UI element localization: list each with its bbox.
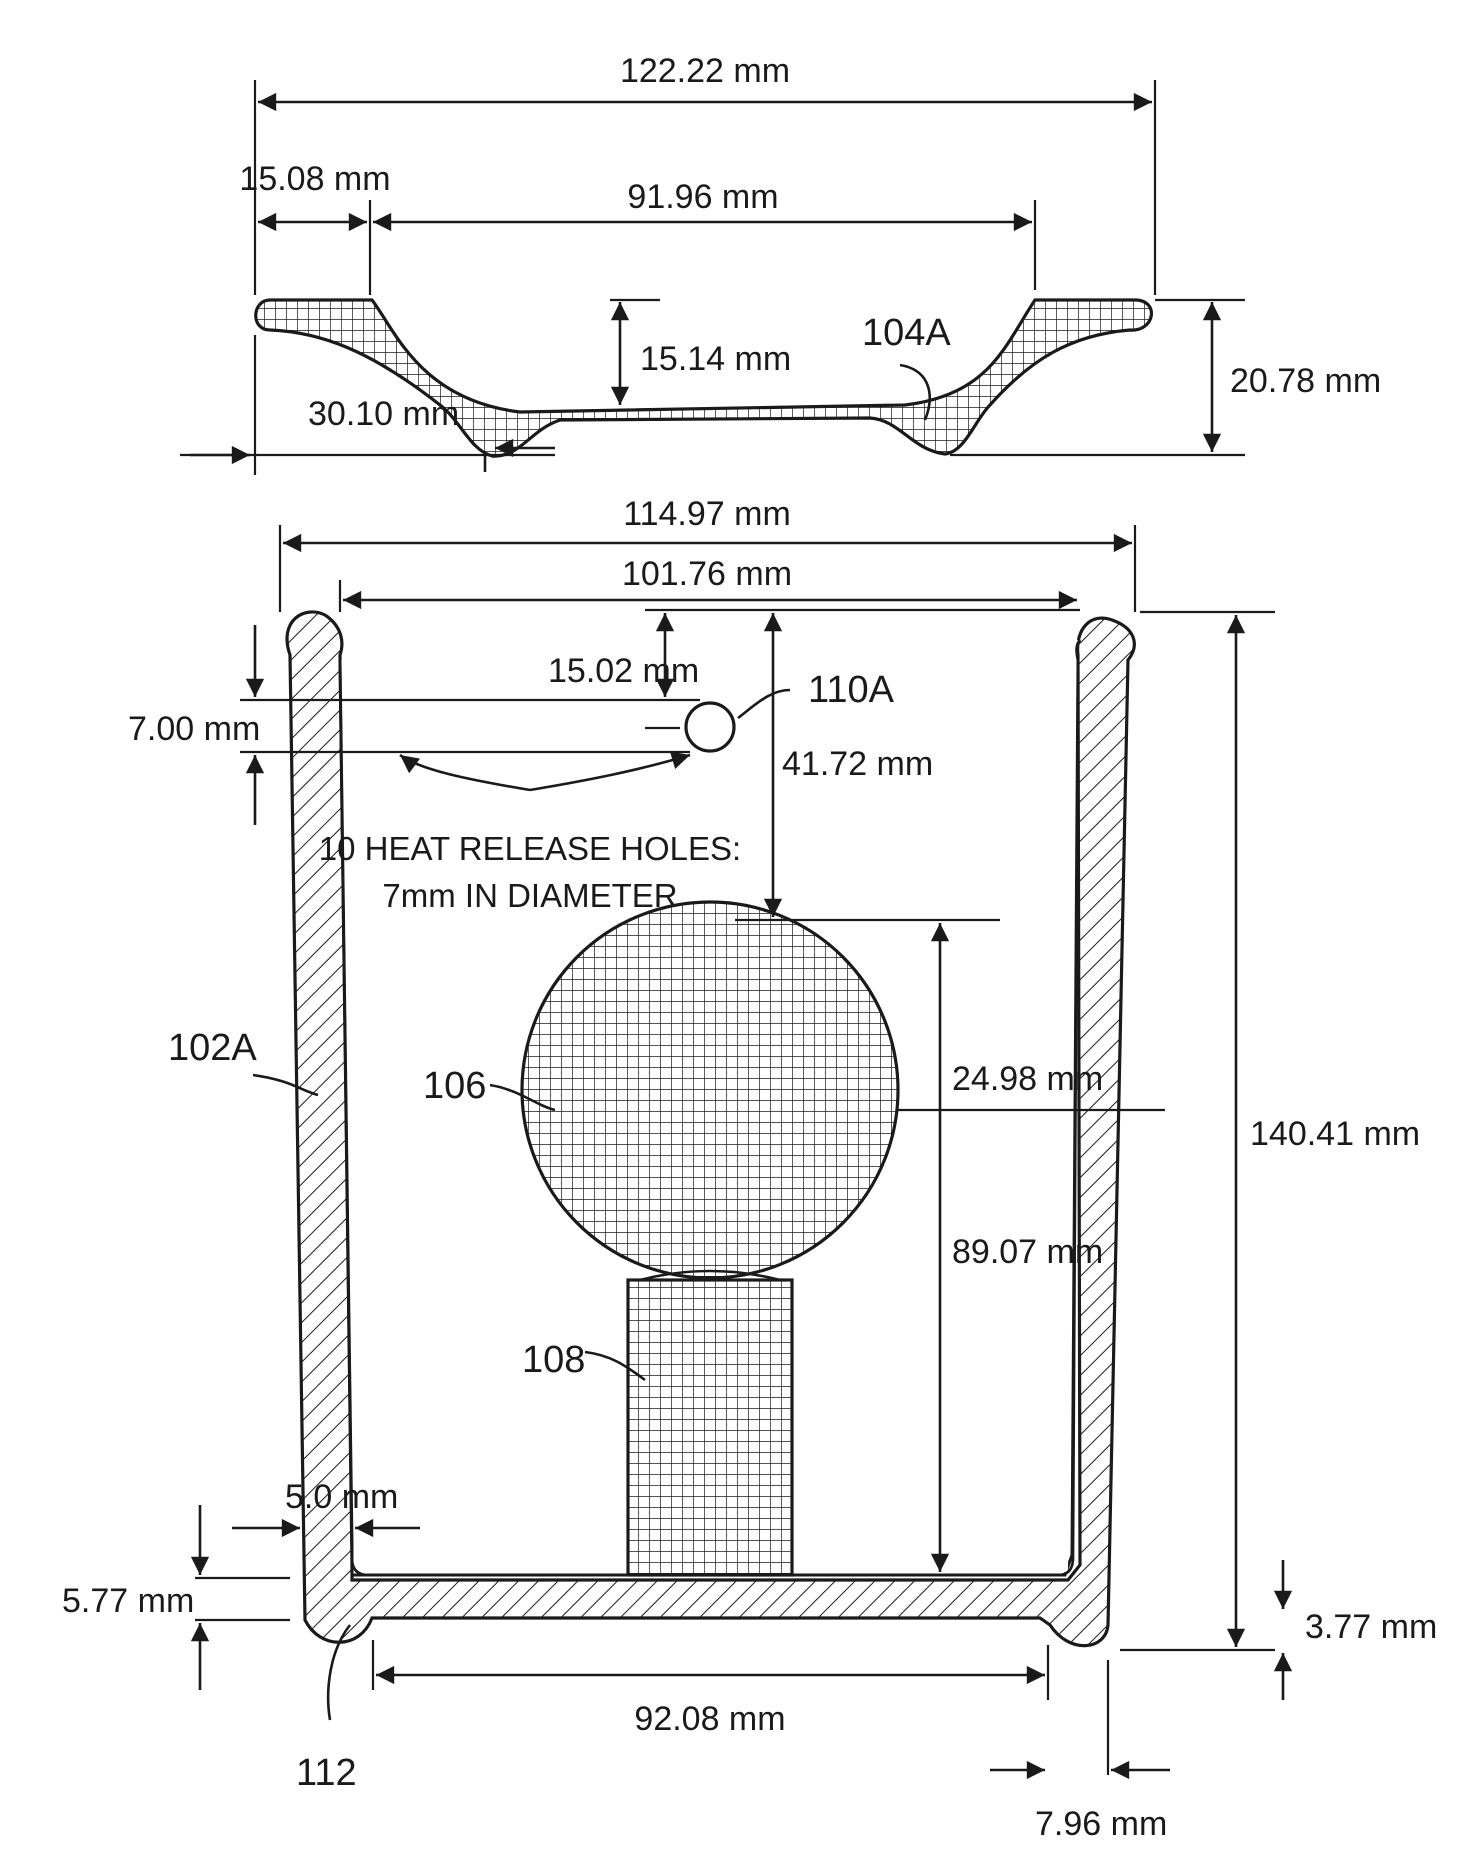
ref-110a: 110A <box>808 669 895 711</box>
label-overall-width: 122.22 mm <box>620 52 790 90</box>
label-hole-offset: 15.02 mm <box>548 652 699 690</box>
label-base-thickness: 5.77 mm <box>62 1582 194 1620</box>
label-slope: 30.10 mm <box>308 395 459 433</box>
label-height: 20.78 mm <box>1230 362 1381 400</box>
ref-104a: 104A <box>862 312 951 354</box>
note-line-1: 10 HEAT RELEASE HOLES: <box>319 830 741 867</box>
label-ball-height: 89.07 mm <box>952 1233 1103 1271</box>
label-inner-width: 91.96 mm <box>627 178 778 216</box>
label-outer-width: 114.97 mm <box>623 495 791 533</box>
hole-110a <box>686 703 734 751</box>
label-depth: 15.14 mm <box>640 340 791 378</box>
label-foot: 3.77 mm <box>1305 1608 1437 1646</box>
label-ball-radius: 24.98 mm <box>952 1060 1103 1098</box>
top-view: 122.22 mm 15.08 mm 91.96 mm 15.14 mm 20.… <box>180 52 1381 475</box>
label-hole-diameter: 7.00 mm <box>128 710 260 748</box>
label-base-span: 92.08 mm <box>634 1700 785 1738</box>
stem-108 <box>628 1280 792 1575</box>
label-wall: 5.0 mm <box>285 1478 398 1516</box>
label-inner-width-bottom: 101.76 mm <box>622 555 792 593</box>
bottom-view: 114.97 mm 101.76 mm 15.02 mm 7.00 mm 41.… <box>62 495 1437 1843</box>
label-corner: 7.96 mm <box>1035 1805 1167 1843</box>
ref-102a: 102A <box>168 1027 257 1069</box>
ref-112: 112 <box>296 1752 357 1794</box>
ref-106: 106 <box>423 1065 486 1107</box>
label-hole-to-ball: 41.72 mm <box>782 745 933 783</box>
ball-106 <box>522 902 898 1278</box>
note-line-2: 7mm IN DIAMETER <box>382 877 677 914</box>
label-overall-height: 140.41 mm <box>1250 1115 1420 1153</box>
label-flange: 15.08 mm <box>239 160 390 198</box>
ref-108: 108 <box>522 1339 585 1381</box>
